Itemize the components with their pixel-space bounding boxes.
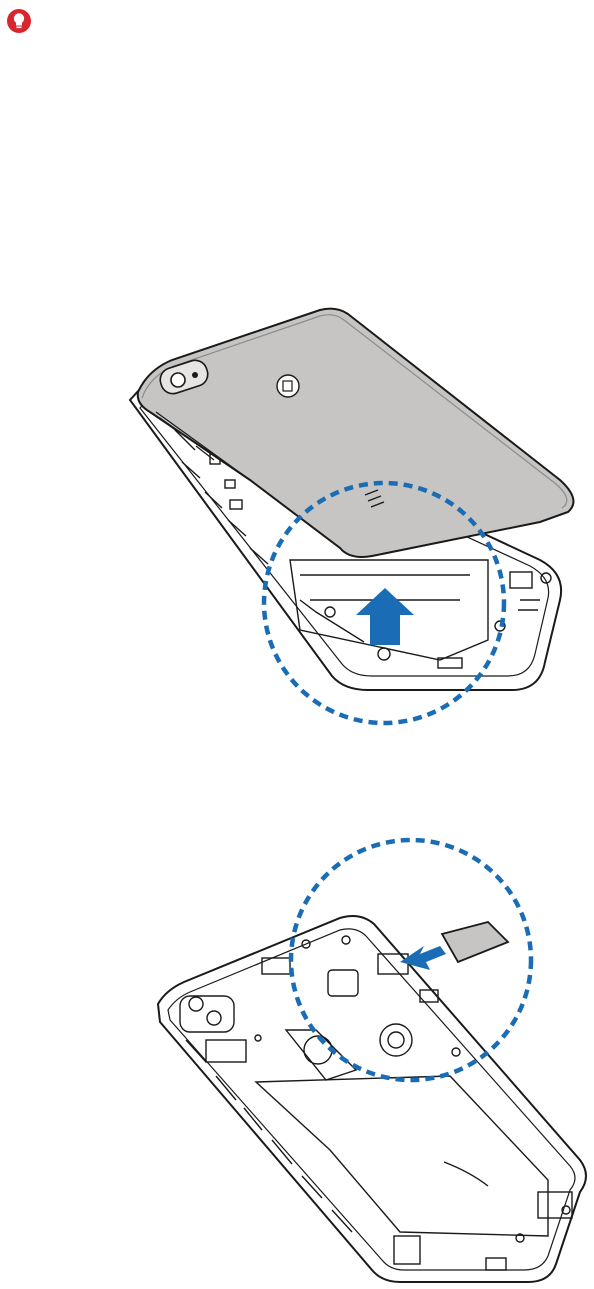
back-cover-removal-illustration <box>0 290 594 740</box>
back-cover <box>138 309 574 557</box>
sim-card <box>442 922 508 962</box>
lightbulb-icon <box>4 6 34 36</box>
sim-insertion-illustration <box>0 820 594 1289</box>
phone-body-open <box>158 916 586 1282</box>
